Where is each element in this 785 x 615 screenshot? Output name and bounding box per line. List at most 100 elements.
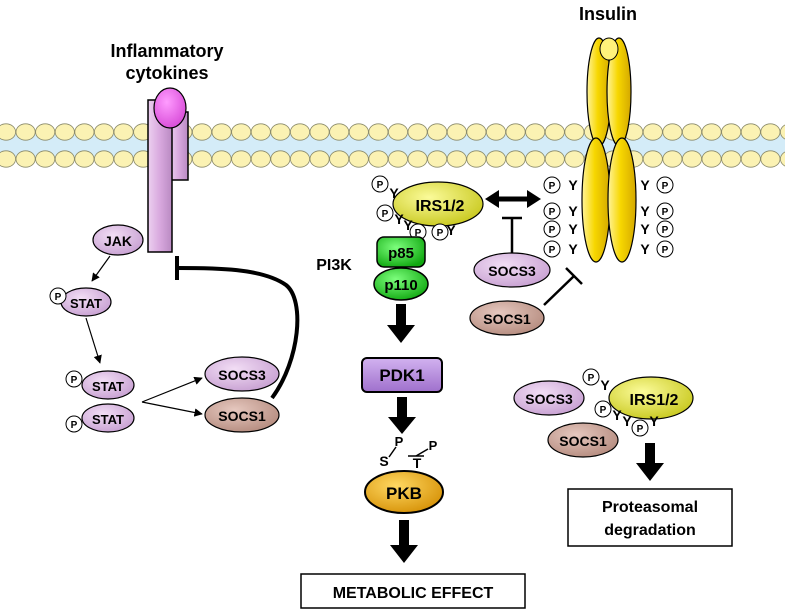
lipid-head-inner <box>94 150 115 168</box>
lipid-head-outer <box>544 123 565 141</box>
phospho-receptor-l1-label: P <box>549 181 556 192</box>
p110-label: p110 <box>384 277 417 294</box>
phospho-stat <box>49 287 67 305</box>
phospho-irs-upper-1 <box>371 175 389 193</box>
insulin-ligand <box>599 37 619 61</box>
cytokine-title-line2: cytokines <box>125 63 208 83</box>
receptor-phosphotyrosines: P Y P Y P Y P Y Y P Y P Y P Y P <box>543 176 674 258</box>
lipid-head-outer <box>35 123 56 141</box>
tyrosine-receptor-r1: Y <box>640 177 650 193</box>
proteasomal-label-line2: degradation <box>604 522 696 539</box>
phospho-irs-complex-1-label: P <box>588 373 595 384</box>
socs1-inhibition-line <box>543 275 575 306</box>
lipid-head-outer <box>564 123 585 141</box>
lipid-head-inner <box>250 150 271 168</box>
lipid-head-outer <box>113 123 134 141</box>
lipid-head-outer <box>0 123 16 141</box>
socs3-protein-left <box>204 356 280 392</box>
phospho-receptor-r4-label: P <box>662 245 669 256</box>
lipid-head-outer <box>74 123 95 141</box>
arrow-pkb-to-effect-head <box>390 545 418 563</box>
pi3k-label: PI3K <box>316 257 352 274</box>
phospho-irs-complex-2-label: P <box>600 405 607 416</box>
threonine-site: T <box>413 455 422 471</box>
lipid-head-inner <box>329 150 350 168</box>
cytokine-title-line1: Inflammatory <box>110 41 223 61</box>
tyrosine-irs-upper-3: Y <box>403 217 413 233</box>
tyrosine-receptor-l2: Y <box>568 203 578 219</box>
arrow-pdk1-to-pkb-shaft <box>397 397 407 419</box>
phospho-receptor-r1 <box>656 176 674 194</box>
arrow-jak-to-stat <box>91 255 111 282</box>
lipid-head-inner <box>466 150 487 168</box>
lipid-head-inner <box>35 150 56 168</box>
lipid-head-outer <box>780 124 785 140</box>
lipid-head-outer <box>309 123 330 141</box>
phospho-irs-upper-2 <box>376 204 394 222</box>
socs1-label-middle: SOCS1 <box>483 311 531 327</box>
threonine-bond <box>415 448 429 457</box>
metabolic-effect-label: METABOLIC EFFECT <box>333 585 494 602</box>
lipid-head-outer <box>15 123 36 141</box>
irs-receptor-interaction-arrow <box>485 190 541 208</box>
tyrosine-receptor-r4: Y <box>640 241 650 257</box>
tyrosine-irs-upper-2: Y <box>394 211 404 227</box>
socs1-protein-left <box>204 397 280 433</box>
stat-dimer-top <box>81 370 135 400</box>
lipid-head-outer <box>231 123 252 141</box>
jak-protein <box>92 224 144 256</box>
lipid-head-inner <box>662 150 683 168</box>
insulin-receptor-beta-left <box>581 137 611 263</box>
interaction-arrowhead-left <box>485 190 499 208</box>
lipid-head-outer <box>740 123 761 141</box>
pkb-phosphosites: S P T P <box>379 434 437 471</box>
p85-label: p85 <box>388 245 414 262</box>
arrow-complex-to-proteasome-shaft <box>645 443 655 465</box>
phospho-receptor-l2 <box>543 202 561 220</box>
lipid-head-outer <box>54 123 75 141</box>
lipid-head-inner <box>368 150 389 168</box>
socs1-protein-middle <box>469 300 545 336</box>
insulin-receptor-beta-right <box>607 137 637 263</box>
tyrosine-irs-complex-2: Y <box>612 407 622 423</box>
phospho-irs-upper-4-label: P <box>437 228 444 239</box>
lipid-head-inner <box>780 151 785 167</box>
lipid-head-outer <box>642 123 663 141</box>
phospho-irs-upper-3-label: P <box>415 228 422 239</box>
feedback-inhibition-curve <box>176 266 300 400</box>
pdk1-label: PDK1 <box>379 366 424 385</box>
lipid-head-inner <box>15 150 36 168</box>
proteasomal-degradation-box <box>567 488 733 547</box>
arrow-complex-to-proteasome-head <box>636 463 664 481</box>
phospho-receptor-r1-label: P <box>662 181 669 192</box>
tyrosine-receptor-l4: Y <box>568 241 578 257</box>
lipid-head-outer <box>760 123 781 141</box>
lipid-head-inner <box>211 150 232 168</box>
lipid-head-inner <box>525 150 546 168</box>
lipid-head-outer <box>211 123 232 141</box>
arrow-stat-to-socs3 <box>141 376 203 403</box>
stat-dimer-bottom-label: STAT <box>92 412 124 427</box>
phospho-irs-upper-4 <box>431 223 449 241</box>
phospho-receptor-r3-label: P <box>662 225 669 236</box>
socs3-label-left: SOCS3 <box>218 367 266 383</box>
tyrosine-receptor-r2: Y <box>640 203 650 219</box>
lipid-head-inner <box>682 150 703 168</box>
lipid-head-inner <box>387 150 408 168</box>
lipid-head-inner <box>191 150 212 168</box>
lipid-head-outer <box>505 123 526 141</box>
phospho-receptor-l3-label: P <box>549 225 556 236</box>
phospho-stat-label: P <box>55 292 62 303</box>
lipid-head-outer <box>525 123 546 141</box>
lipid-head-outer <box>368 123 389 141</box>
lipid-head-inner <box>309 150 330 168</box>
socs3-label-complex: SOCS3 <box>525 391 573 407</box>
proteasomal-label-line1: Proteasomal <box>602 499 698 516</box>
lipid-head-inner <box>427 150 448 168</box>
lipid-head-outer <box>329 123 350 141</box>
lipid-head-outer <box>191 123 212 141</box>
insulin-title: Insulin <box>579 4 637 24</box>
irs-label-upper: IRS1/2 <box>416 198 465 215</box>
phospho-receptor-l1 <box>543 176 561 194</box>
arrow-stat-to-dimer <box>85 317 102 364</box>
